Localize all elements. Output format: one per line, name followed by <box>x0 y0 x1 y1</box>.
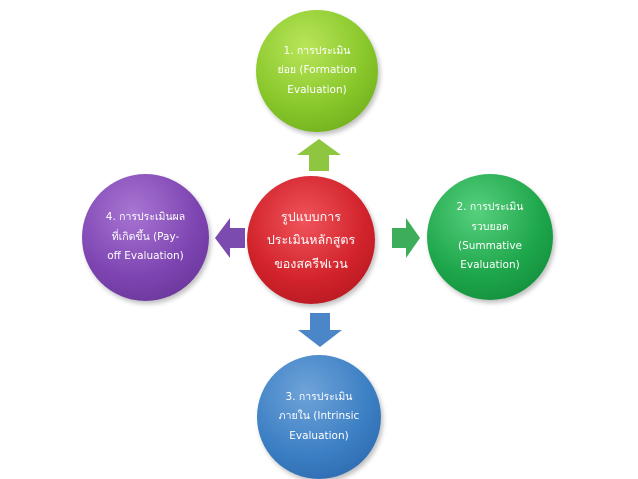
bottom-line-2: ภายใน (Intrinsic <box>278 410 360 423</box>
arrow-up-shape <box>297 139 341 171</box>
arrow-left-icon <box>215 218 245 258</box>
bottom-line-3: Evaluation) <box>289 429 349 442</box>
arrow-up-icon <box>297 139 341 171</box>
arrow-down-icon <box>298 313 342 347</box>
left-line-1: 4. การประเมินผล <box>105 211 186 224</box>
center-line-1: รูปแบบการ <box>281 209 341 225</box>
left-line-3: off Evaluation) <box>107 250 184 263</box>
right-line-4: Evaluation) <box>460 259 520 272</box>
arrow-right-icon <box>392 218 420 258</box>
center-node: รูปแบบการ ประเมินหลักสูตร ของสครีฟเวน <box>247 176 375 304</box>
center-line-3: ของสครีฟเวน <box>274 255 348 271</box>
right-line-2: รวบยอด <box>471 220 509 233</box>
formation-evaluation-node: 1. การประเมิน ย่อย (Formation Evaluation… <box>256 10 378 132</box>
arrow-left-shape <box>215 218 245 258</box>
arrow-right-shape <box>392 218 420 258</box>
center-line-2: ประเมินหลักสูตร <box>266 232 356 248</box>
top-line-3: Evaluation) <box>287 83 347 96</box>
summative-evaluation-node: 2. การประเมิน รวบยอด (Summative Evaluati… <box>427 174 553 300</box>
top-line-2: ย่อย (Formation <box>277 64 357 77</box>
bottom-line-1: 3. การประเมิน <box>285 390 353 403</box>
intrinsic-evaluation-node: 3. การประเมิน ภายใน (Intrinsic Evaluatio… <box>257 355 381 479</box>
top-line-1: 1. การประเมิน <box>283 44 351 57</box>
left-line-2: ที่เกิดขึ้น (Pay- <box>111 230 180 243</box>
right-line-3: (Summative <box>457 240 522 252</box>
arrow-down-shape <box>298 313 342 347</box>
right-line-1: 2. การประเมิน <box>456 201 524 214</box>
payoff-evaluation-node: 4. การประเมินผล ที่เกิดขึ้น (Pay- off Ev… <box>82 174 209 301</box>
